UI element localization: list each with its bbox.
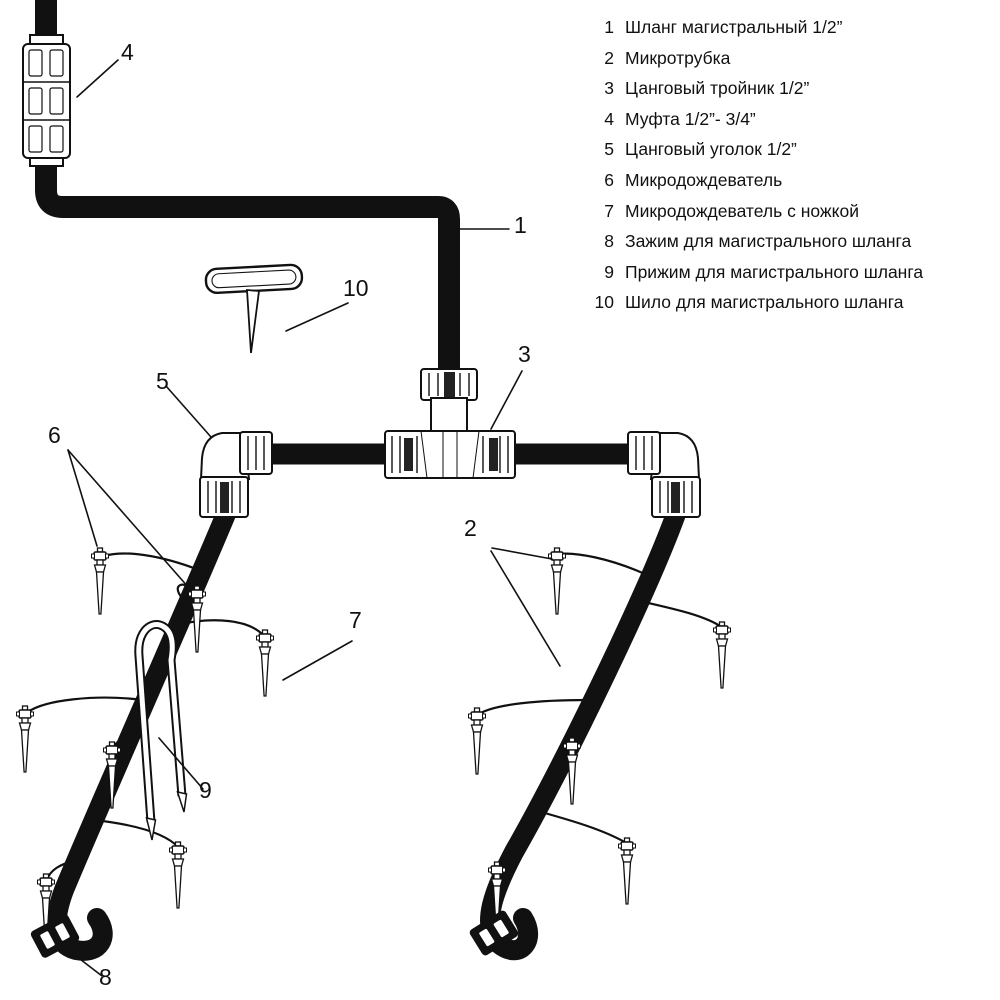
legend-item-label: Цанговый уголок 1/2”	[625, 139, 797, 160]
callout-3: 3	[518, 341, 531, 367]
legend-item-number: 6	[604, 169, 614, 190]
callout-8: 8	[99, 964, 112, 990]
awl-icon	[204, 263, 304, 354]
elbow-left-icon	[199, 431, 273, 518]
legend-item-1: 1 Шланг магистральный 1/2”	[586, 12, 991, 43]
branch-hoses	[46, 504, 686, 961]
legend-item-8: 8 Зажим для магистрального шланга	[586, 226, 991, 257]
callout-7: 7	[349, 607, 362, 633]
sprinkler-icon	[547, 547, 567, 615]
callout-1: 1	[514, 212, 527, 238]
elbow-right-icon	[627, 431, 701, 518]
callout-6: 6	[48, 422, 61, 448]
callout-line-2a	[491, 547, 553, 560]
legend-item-number: 4	[604, 108, 614, 129]
sprinkler-icon	[15, 705, 35, 773]
legend-item-number: 5	[604, 139, 614, 160]
legend-item-number: 8	[604, 231, 614, 252]
callout-line-8	[62, 945, 103, 977]
sprinkler-icon	[255, 629, 275, 697]
callout-line-7	[282, 640, 353, 681]
sprinkler-icon	[617, 837, 637, 905]
legend-item-label: Цанговый тройник 1/2”	[625, 78, 810, 99]
callout-9: 9	[199, 777, 212, 803]
callout-line-3	[490, 370, 523, 430]
branch-hose-right	[480, 504, 686, 961]
callout-line-10	[285, 302, 349, 332]
callout-line-6b	[67, 449, 190, 589]
legend-item-3: 3 Цанговый тройник 1/2”	[586, 73, 991, 104]
legend-item-label: Прижим для магистрального шланга	[625, 261, 924, 282]
legend-item-10: 10 Шило для магистрального шланга	[586, 287, 991, 318]
sprinkler-icon	[90, 547, 110, 615]
callout-line-2b	[490, 550, 561, 667]
callout-line-4	[76, 59, 119, 98]
legend-item-label: Микротрубка	[625, 47, 731, 68]
legend-item-label: Шило для магистрального шланга	[625, 292, 904, 313]
callout-2: 2	[464, 515, 477, 541]
legend-item-2: 2 Микротрубка	[586, 43, 991, 74]
legend-item-4: 4 Муфта 1/2”- 3/4”	[586, 104, 991, 135]
branch-hose-left	[46, 504, 236, 961]
legend-item-6: 6 Микродождеватель	[586, 165, 991, 196]
legend-item-label: Микродождеватель	[625, 169, 783, 190]
legend-item-5: 5 Цанговый уголок 1/2”	[586, 134, 991, 165]
legend-item-number: 1	[604, 17, 614, 37]
callout-10: 10	[343, 275, 369, 301]
legend-item-7: 7 Микродождеватель с ножкой	[586, 196, 991, 227]
coupling-icon	[22, 34, 71, 167]
sprinkler-icon	[467, 707, 487, 775]
callout-lines	[62, 59, 561, 977]
tee-connector-icon	[384, 368, 516, 479]
callout-line-5	[165, 385, 212, 438]
main-hose	[35, 0, 634, 465]
legend-item-9: 9 Прижим для магистрального шланга	[586, 257, 991, 288]
callout-line-6a	[67, 449, 98, 547]
callout-5: 5	[156, 368, 169, 394]
sprinkler-icon	[712, 621, 732, 689]
legend-item-label: Микродождеватель с ножкой	[625, 200, 859, 221]
legend-item-number: 10	[594, 292, 614, 313]
callout-4: 4	[121, 39, 134, 65]
legend-item-label: Зажим для магистрального шланга	[625, 231, 912, 252]
hose-pin-icon	[134, 620, 188, 841]
legend-item-number: 9	[604, 261, 614, 282]
legend-item-number: 3	[604, 78, 614, 99]
sprinkler-icon	[168, 841, 188, 909]
callout-line-9	[158, 737, 204, 790]
legend-item-number: 7	[604, 200, 614, 221]
legend-item-label: Муфта 1/2”- 3/4”	[625, 108, 756, 129]
parts-legend: 1 Шланг магистральный 1/2” 2 Микротрубка…	[586, 12, 991, 318]
legend-item-number: 2	[604, 47, 614, 68]
legend-item-label: Шланг магистральный 1/2”	[625, 17, 843, 37]
